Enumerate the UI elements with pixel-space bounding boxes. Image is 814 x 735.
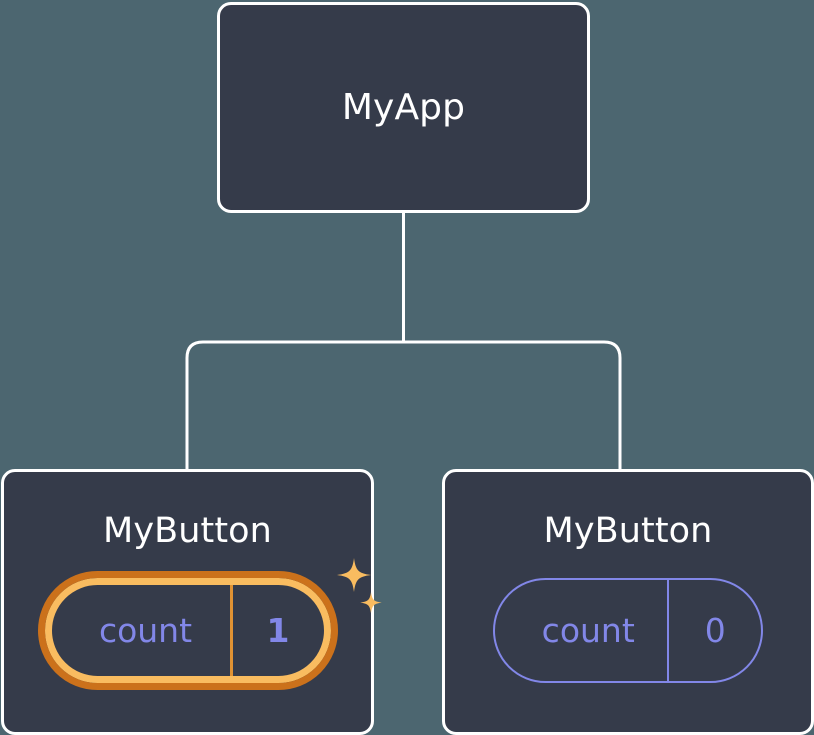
state-pill-left[interactable]: count 1: [37, 571, 338, 690]
node-mybutton-left-title: MyButton: [103, 511, 272, 551]
connector-split-bar: [185, 340, 622, 470]
state-value-right: 0: [667, 580, 761, 681]
sparkle-small-icon: [359, 592, 382, 614]
state-pill-right-wrap: count 0: [493, 578, 763, 683]
state-key-left: count: [98, 611, 193, 650]
node-myapp-title: MyApp: [341, 86, 466, 128]
state-value-left: 1: [229, 585, 324, 676]
state-key-right: count: [541, 611, 635, 650]
state-pill-left-wrap: count 1: [37, 558, 382, 690]
node-mybutton-right[interactable]: MyButton count 0: [442, 469, 814, 735]
node-myapp[interactable]: MyApp: [217, 2, 590, 213]
sparkle-group: [329, 554, 389, 626]
node-mybutton-left[interactable]: MyButton count 1: [1, 469, 382, 735]
node-mybutton-right-title: MyButton: [543, 511, 713, 551]
sparkle-large-icon: [336, 558, 371, 592]
state-pill-right[interactable]: count 0: [493, 578, 763, 683]
